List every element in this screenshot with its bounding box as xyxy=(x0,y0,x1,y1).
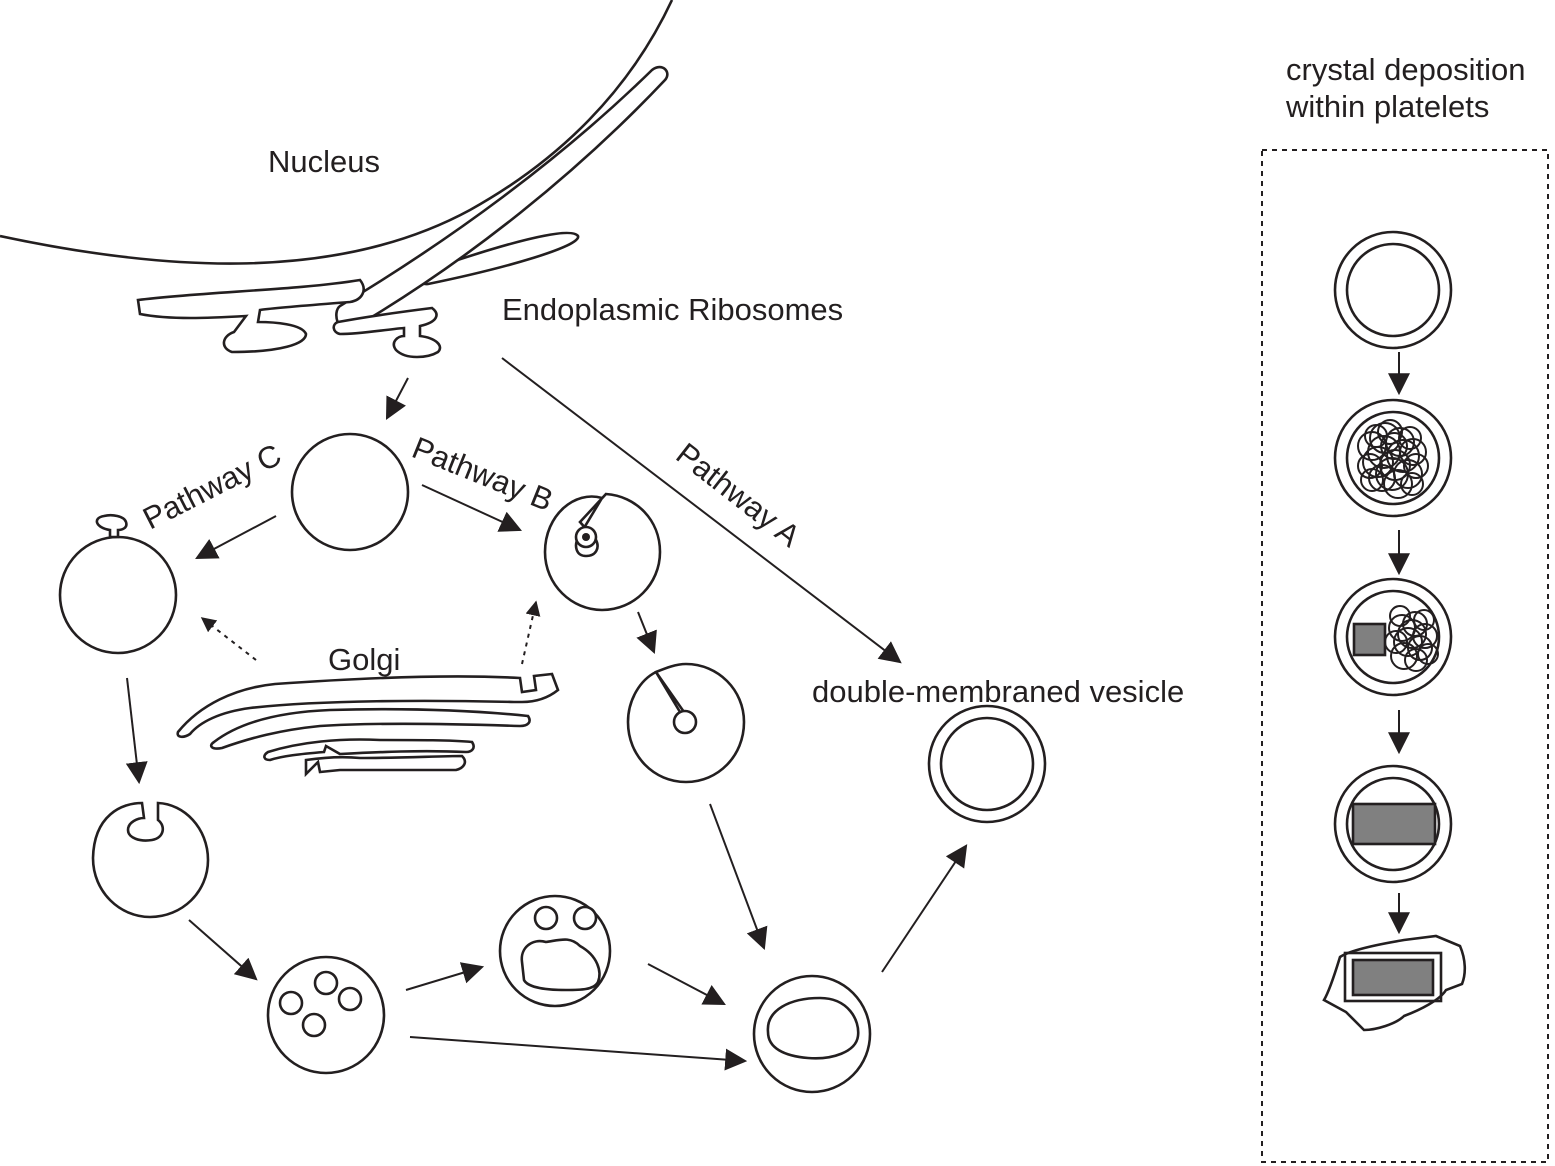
golgi-apparatus xyxy=(176,672,560,778)
pathway-c-vesicles xyxy=(58,432,612,1075)
arrow-budding-to-invaginating xyxy=(125,677,148,785)
arrow-pathway-c xyxy=(195,515,277,560)
arrow-golgi-to-budding xyxy=(200,617,257,661)
label-golgi: Golgi xyxy=(328,642,400,677)
panel-border xyxy=(1261,149,1549,1163)
label-pathway-b: Pathway B xyxy=(407,430,558,518)
endoplasmic-reticulum xyxy=(136,278,442,359)
pathway-arrows xyxy=(125,357,968,1071)
label-pathway-a: Pathway A xyxy=(670,436,807,554)
budding-vesicle xyxy=(58,513,178,655)
label-er: Endoplasmic Ribosomes xyxy=(502,292,843,327)
fusing-vesicle xyxy=(498,894,612,1008)
arrow-closing-to-autolysosome xyxy=(709,803,768,951)
er-vesicle xyxy=(290,432,410,552)
arrow-pathway-b xyxy=(421,484,522,532)
platelet-stage-empty xyxy=(1333,230,1453,350)
arrow-mvb-to-autolysosome xyxy=(409,1036,748,1071)
arrow-mvb-to-fusing xyxy=(405,962,485,991)
arrow-fusing-to-autolysosome xyxy=(647,963,726,1006)
platelet-stage-aggregation xyxy=(1333,398,1453,518)
arrow-er-to-vesicle xyxy=(385,377,409,420)
platelet-stage-crystal-release xyxy=(1322,934,1467,1032)
arrow-pathway-a xyxy=(501,357,902,664)
autolysosome xyxy=(752,974,872,1094)
label-nucleus: Nucleus xyxy=(268,144,380,179)
double-membraned-vesicle xyxy=(927,704,1047,824)
invaginating-vesicle xyxy=(91,801,210,919)
arrow-golgi-to-cupping xyxy=(521,600,541,665)
label-dmv: double-membraned vesicle xyxy=(812,674,1184,709)
platelet-stage-nucleation xyxy=(1333,577,1453,697)
nuclear-envelope xyxy=(0,0,674,332)
panel-title-line1: crystal deposition xyxy=(1286,52,1526,87)
closing-vesicle xyxy=(626,662,746,784)
multivesicular-body xyxy=(266,955,386,1075)
platelet-stage-crystal-growth xyxy=(1333,764,1453,884)
pathway-b-vesicles xyxy=(543,492,746,784)
cupping-vesicle xyxy=(543,492,662,612)
crystal-deposition-panel: crystal deposition within platelets xyxy=(1261,52,1549,1163)
panel-title-line2: within platelets xyxy=(1285,89,1489,124)
arrow-cupping-to-closing xyxy=(636,611,657,655)
arrow-invaginating-to-mvb xyxy=(188,919,258,981)
arrow-autolysosome-to-dmv xyxy=(881,844,968,973)
